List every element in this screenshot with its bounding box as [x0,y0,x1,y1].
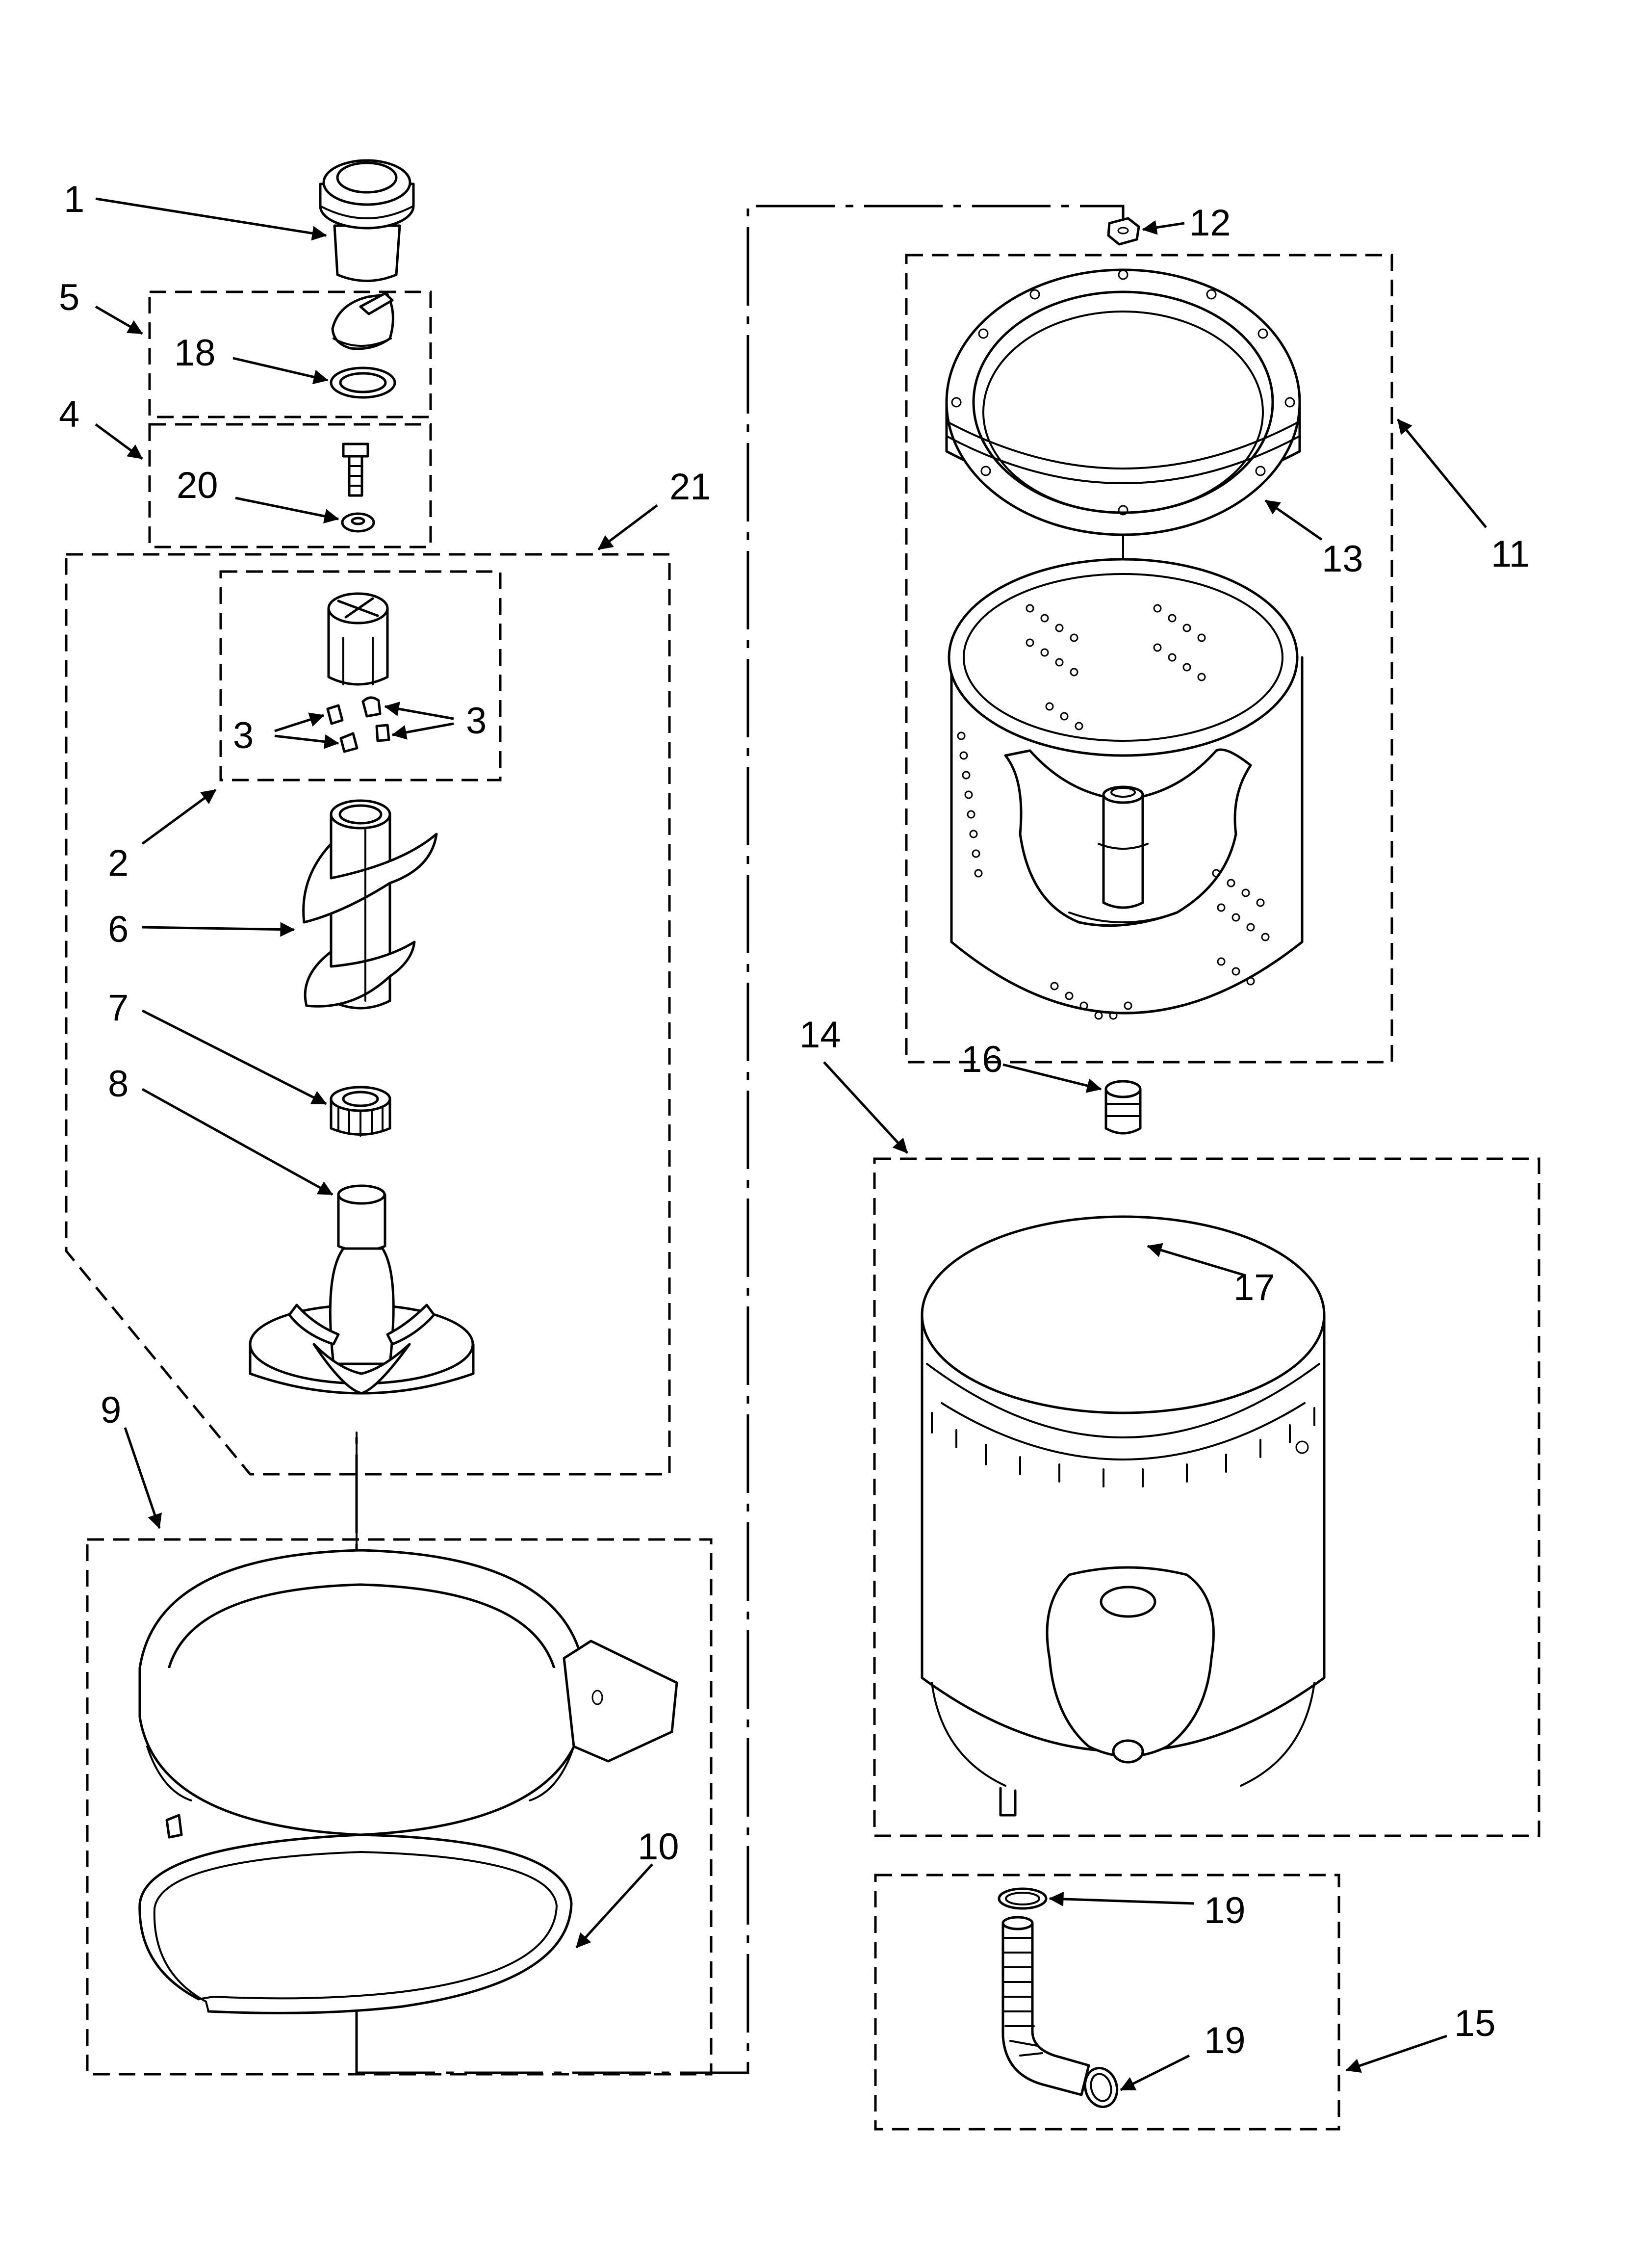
part-16-hub[interactable] [1104,1080,1142,1135]
leader-21 [597,504,658,550]
leader-10 [575,1863,653,1949]
part-10-snap-ring[interactable] [138,1833,573,2014]
part-2-agitator-dog-drive[interactable] [327,592,389,686]
callout-17: 17 [1233,1267,1275,1308]
leader-4 [95,423,143,460]
leader-7 [141,1009,327,1105]
leader-16 [1002,1063,1102,1093]
callout-6: 6 [108,909,128,950]
part-9-tub-ring[interactable] [138,1549,678,1866]
callout-10: 10 [638,1826,679,1868]
callout-3-right: 3 [466,700,487,742]
callout-4: 4 [59,393,79,435]
part-15-drain-hose[interactable] [1001,1916,1090,2096]
callout-12: 12 [1189,202,1231,244]
leader-1 [95,197,327,241]
callout-1: 1 [64,179,84,220]
frame-group-15 [874,1874,1340,2131]
callout-7: 7 [108,987,128,1029]
chain-line-connector [357,205,1125,2074]
frame-group-14 [873,1157,1540,1837]
callout-16: 16 [961,1039,1003,1080]
part-6-agitator-auger[interactable] [302,799,438,1010]
leader-15 [1345,2034,1447,2073]
leader-3-right-b [391,722,454,740]
callout-8: 8 [108,1063,128,1105]
callout-2: 2 [108,842,128,884]
basket-perforations [957,604,1270,1020]
part-19-hose-clamp-bottom[interactable] [1081,2064,1122,2111]
leader-19-bottom [1120,2054,1190,2091]
frame-group-21 [65,553,671,1476]
leader-17 [1147,1243,1246,1277]
callout-14: 14 [799,1014,841,1056]
part-14-outer-tub[interactable] [921,1215,1326,1817]
leader-14 [823,1061,908,1154]
callout-19-top: 19 [1204,1890,1246,1931]
frame-group-2 [219,570,502,782]
leader-3-right-a [384,702,454,720]
leader-5 [95,305,143,335]
leader-11 [1397,418,1487,528]
part-8-agitator-base[interactable] [249,1184,475,1395]
part-4-bolt[interactable] [342,443,369,497]
callout-5: 5 [59,277,79,318]
part-11-spin-basket[interactable] [948,558,1304,1020]
part-19-hose-clamp-top[interactable] [998,1887,1048,1910]
frame-group-9 [86,1538,713,2076]
part-1-agitator-cap[interactable] [319,159,415,282]
callout-3-left: 3 [233,715,254,756]
callout-18: 18 [174,332,216,374]
leader-12 [1142,220,1185,235]
leader-3-left-a [274,712,325,732]
leader-18 [232,357,329,385]
part-12-spanner-nut[interactable] [1107,217,1140,246]
part-13-balance-ring[interactable] [945,268,1301,536]
frame-group-4 [148,423,432,548]
leader-6 [142,922,295,937]
callout-19-bottom: 19 [1204,2020,1246,2061]
leader-19-top [1049,1891,1195,1906]
part-7-bearing[interactable] [330,1086,391,1137]
part-3-dog-clips[interactable] [326,696,390,753]
leader-9 [124,1427,162,1529]
leader-2 [141,788,217,845]
leader-20 [235,496,339,523]
tub-rim-clips [931,1402,1315,1487]
part-20-washer[interactable] [341,512,375,533]
part-18-seal[interactable] [330,366,396,399]
callout-15: 15 [1454,2003,1496,2044]
callout-20: 20 [177,465,218,506]
part-5-cam[interactable] [331,292,394,350]
leader-8 [141,1088,334,1196]
callout-11: 11 [1491,533,1530,575]
callout-13: 13 [1322,538,1363,580]
frame-group-5 [148,290,432,418]
callout-21: 21 [669,466,711,508]
leader-3-left-b [274,734,339,749]
callout-9: 9 [101,1389,121,1431]
leader-13 [1264,499,1323,541]
frame-group-11 [905,254,1393,1064]
